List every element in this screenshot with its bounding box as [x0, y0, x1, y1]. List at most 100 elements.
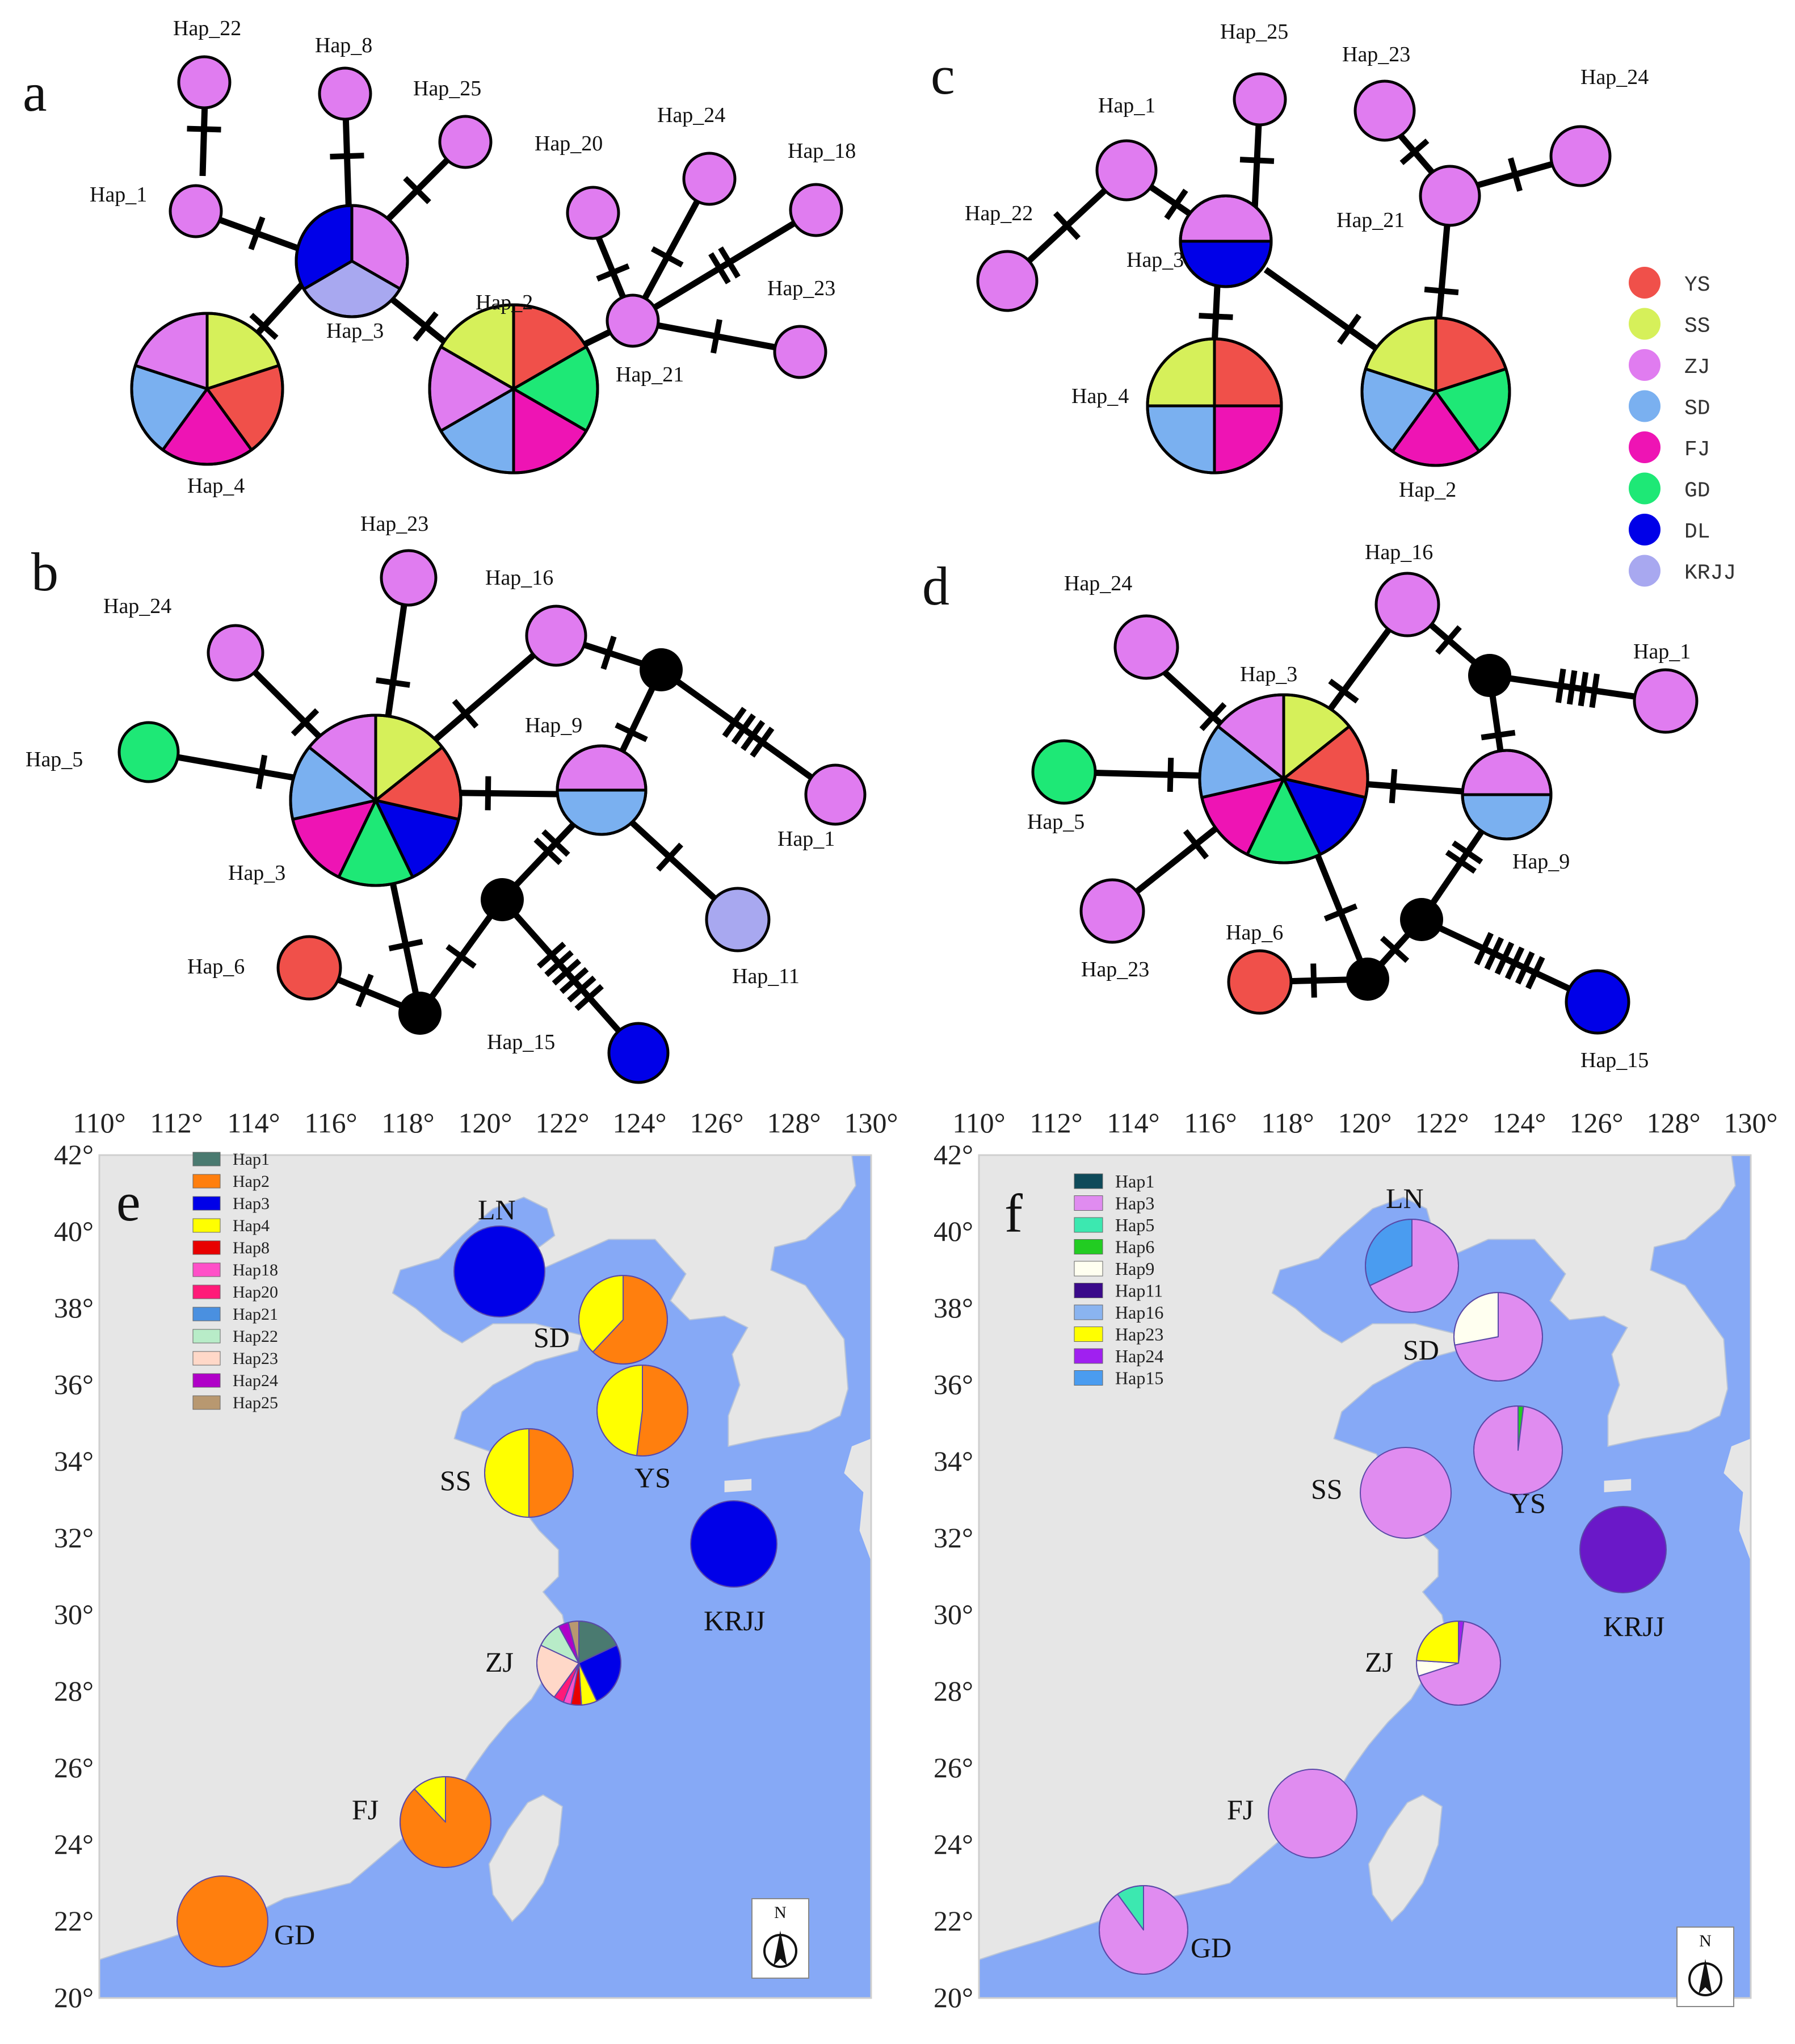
haplotype-label: Hap_3 [1240, 662, 1297, 686]
lon-tick-label: 114° [227, 1107, 280, 1139]
node-a-hap25-outline [438, 115, 493, 169]
haplotype-label: Hap_23 [360, 512, 428, 536]
haplotype-label: Hap_22 [965, 202, 1033, 225]
mutation-tick [1199, 313, 1233, 320]
pie-e-ss [484, 1428, 574, 1518]
pie-f-sd [1453, 1292, 1543, 1382]
node-b-hap1-slice [806, 765, 865, 824]
legend-map-f: Hap1Hap3Hap5Hap6Hap9Hap11Hap16Hap23Hap24… [1074, 1171, 1163, 1388]
legend-label: Hap23 [233, 1349, 278, 1368]
pie-f-fj-outline [1268, 1769, 1357, 1858]
node-c-hap2 [1360, 316, 1511, 467]
lon-tick-label: 128° [1647, 1107, 1701, 1139]
lat-tick-label: 26° [934, 1752, 973, 1783]
mutation-tick [1566, 670, 1578, 705]
legend-swatch [192, 1240, 221, 1255]
pie-f-ys [1473, 1405, 1563, 1495]
legend-swatch [1074, 1304, 1103, 1320]
mutation-tick [537, 941, 566, 969]
pie-f-ys-outline [1473, 1405, 1563, 1495]
mutation-tick [1578, 671, 1589, 707]
pie-e-zj [536, 1620, 621, 1706]
lon-tick-label: 118° [1261, 1107, 1314, 1139]
node-a-hap20-slice [567, 187, 619, 238]
region-label: KRJJ [1603, 1610, 1664, 1642]
node-b-hap23-slice [381, 551, 436, 605]
pie-e-ln [453, 1225, 545, 1317]
pie-e-ys-outline [596, 1365, 688, 1457]
japan-land [844, 1438, 871, 1562]
legend-label: FJ [1684, 438, 1710, 462]
haplotype-label: Hap_21 [1336, 208, 1405, 232]
pie-f-gd [1099, 1885, 1188, 1975]
legend-label: Hap25 [233, 1394, 278, 1412]
legend-label: Hap11 [1115, 1281, 1163, 1301]
haplotype-label: Hap_22 [173, 16, 241, 40]
legend-swatch [1629, 390, 1661, 422]
node-a-hap24-slice [684, 153, 735, 204]
legend-swatch [1074, 1348, 1103, 1364]
mutation-tick [750, 727, 775, 758]
pie-e-sd-outline [578, 1275, 668, 1365]
node-c-hap25-outline [1233, 72, 1287, 127]
lat-tick-label: 28° [54, 1675, 94, 1707]
node-b-hap24-slice [208, 626, 263, 680]
mutation-tick [650, 246, 684, 268]
lon-tick-label: 110° [952, 1107, 1005, 1139]
lon-tick-label: 116° [1184, 1107, 1237, 1139]
region-label: SD [1403, 1334, 1439, 1366]
mutation-tick [413, 311, 439, 342]
legend-swatch [1074, 1217, 1103, 1233]
lat-tick-label: 36° [54, 1369, 94, 1400]
lat-tick-label: 32° [54, 1522, 94, 1554]
node-a-hap1 [169, 184, 223, 238]
node-d-hap1 [1633, 668, 1699, 734]
edge-b-m2-15-line [499, 897, 641, 1055]
pie-e-fj [400, 1776, 491, 1868]
legend-swatch [192, 1174, 221, 1189]
node-a-hap24 [682, 152, 737, 206]
labels: Hap_22Hap_8Hap_25Hap_1Hap_3Hap_4Hap_2Hap… [23, 16, 1778, 2013]
region-label: FJ [352, 1794, 379, 1825]
north-label: N [774, 1903, 787, 1922]
node-a-hap22-outline [177, 55, 232, 110]
legend-label: Hap3 [1115, 1193, 1154, 1214]
node-a-hap2 [428, 303, 599, 475]
node-a-hap18 [789, 183, 843, 237]
region-label: ZJ [485, 1646, 514, 1678]
node-a-hap20 [566, 186, 620, 240]
lon-tick-label: 122° [536, 1107, 590, 1139]
node-c-hap1 [1095, 139, 1158, 202]
node-c-hap21 [1419, 165, 1481, 227]
pie-f-krjj-outline [1579, 1506, 1667, 1593]
lat-tick-label: 38° [934, 1292, 973, 1324]
lat-tick-label: 38° [54, 1292, 94, 1324]
median-vector-d3 [1346, 958, 1389, 1001]
haplotype-label: Hap_24 [1580, 65, 1649, 89]
lat-tick-label: 28° [934, 1675, 973, 1707]
haplotype-label: Hap_1 [90, 183, 147, 207]
node-c-hap22 [976, 250, 1039, 312]
legend-swatch [192, 1307, 221, 1321]
node-b-hap6-outline [276, 935, 342, 1001]
node-c-hap24-slice [1551, 127, 1610, 186]
haplotype-label: Hap_5 [26, 748, 83, 771]
mutation-tick [1164, 188, 1188, 220]
mutation-tick [388, 938, 423, 952]
legend-label: Hap1 [1115, 1171, 1154, 1191]
japan-land [1723, 1438, 1751, 1562]
lat-tick-label: 30° [54, 1598, 94, 1630]
node-a-hap4-outline [130, 312, 284, 466]
legend-label: ZJ [1684, 355, 1710, 380]
haplotype-label: Hap_18 [788, 139, 856, 163]
node-c-hap1-outline [1095, 139, 1158, 202]
taiwan-land [488, 1794, 564, 1923]
pie-e-krjj-outline [690, 1500, 777, 1588]
node-b-hap5 [117, 721, 180, 783]
node-b-hap23-outline [380, 549, 438, 607]
node-b-hap15-slice [609, 1023, 668, 1082]
edge-b-m2-m3 [417, 897, 505, 1015]
edge-c-3-4 [1199, 286, 1233, 347]
haplotype-label: Hap_21 [616, 363, 684, 387]
haplotype-label: Hap_15 [487, 1030, 555, 1054]
